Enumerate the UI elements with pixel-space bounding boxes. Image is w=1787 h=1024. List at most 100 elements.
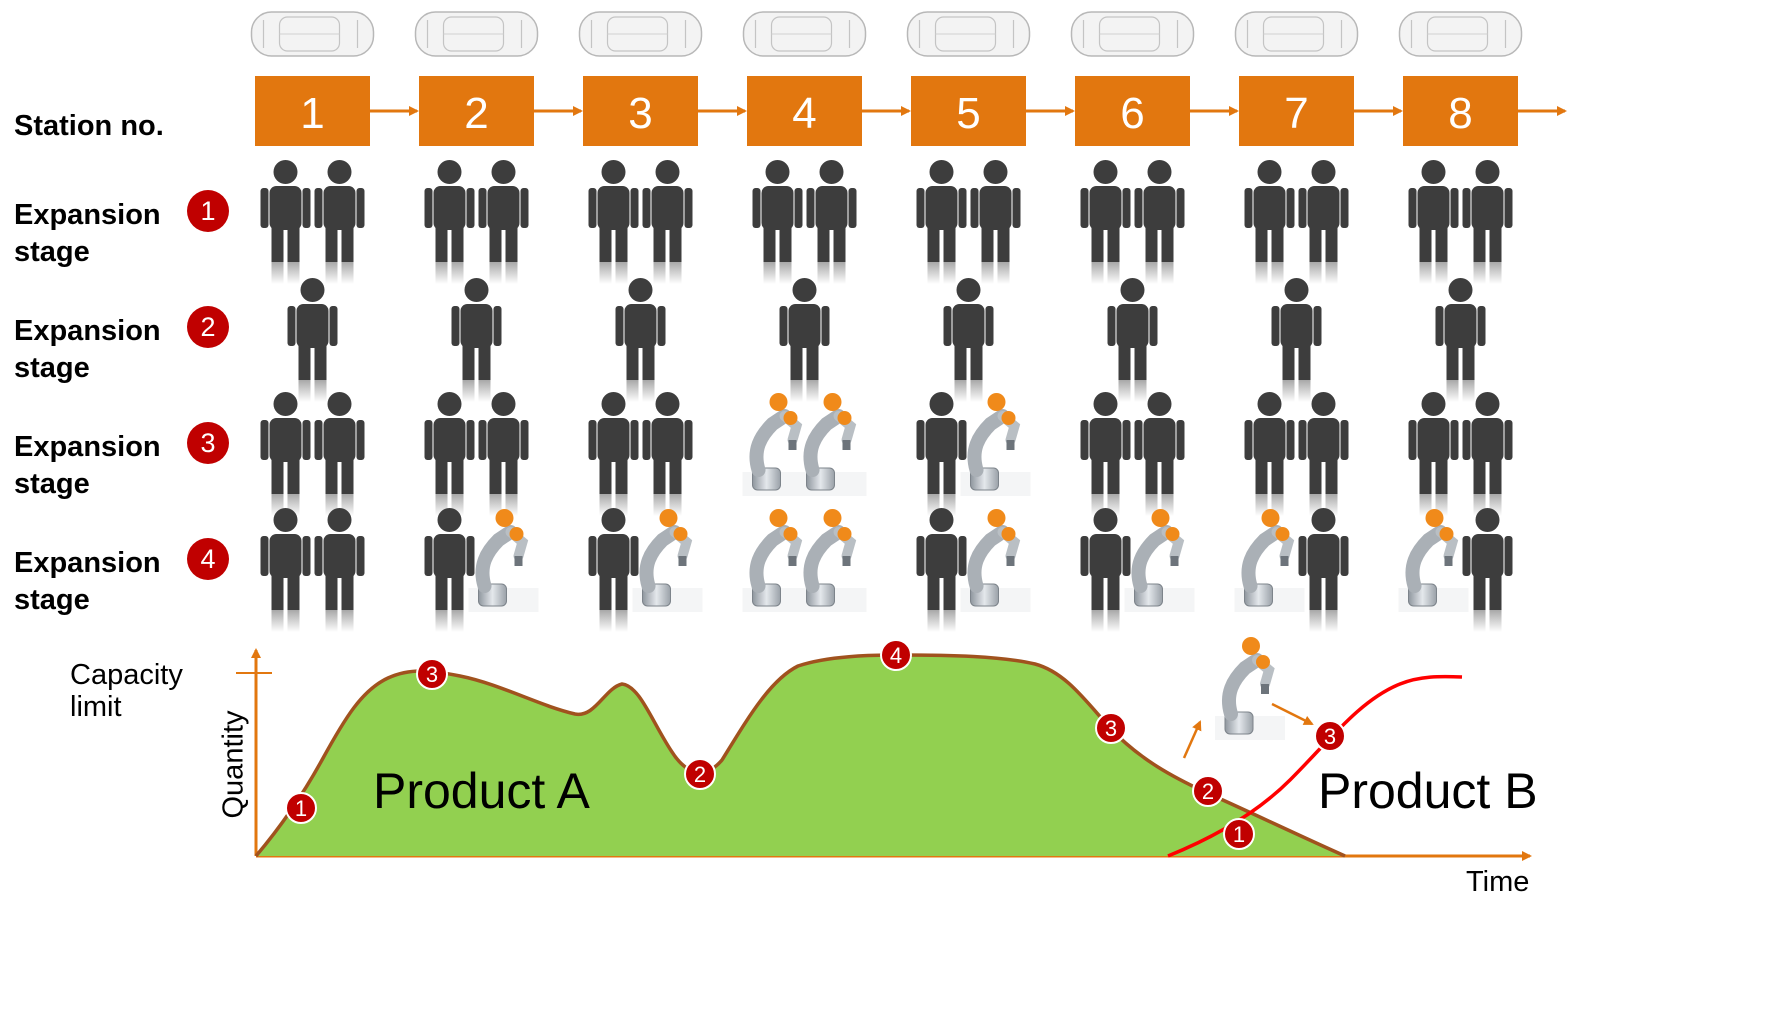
svg-text:2: 2 xyxy=(694,762,706,787)
worker-icon xyxy=(916,392,967,516)
time-axis-label: Time xyxy=(1466,866,1530,898)
robot-icon xyxy=(1215,637,1285,740)
stage-cell xyxy=(588,508,703,632)
robot-icon xyxy=(1124,509,1195,612)
quantity-axis-label: Quantity xyxy=(217,710,250,819)
worker-icon xyxy=(1080,508,1131,632)
stage-marker-badge: 4 xyxy=(880,639,912,671)
stage-marker-badge: 2 xyxy=(684,758,716,790)
station-8: 8 xyxy=(1403,76,1567,146)
stage-cell xyxy=(916,392,1031,516)
robot-icon xyxy=(1398,509,1469,612)
stage-badge-4: 4 xyxy=(187,538,229,580)
stage-cell xyxy=(916,508,1031,632)
svg-text:2: 2 xyxy=(1202,779,1214,804)
car-icon xyxy=(1070,11,1195,57)
station-7: 7 xyxy=(1239,76,1403,146)
robot-icon xyxy=(742,393,813,496)
station-box xyxy=(1239,76,1354,146)
worker-icon xyxy=(314,392,365,516)
worker-icon xyxy=(260,160,311,284)
stage-cell xyxy=(1435,278,1486,402)
worker-icon xyxy=(970,160,1021,284)
car-icon xyxy=(414,11,539,57)
stage-label-3: Expansion stage xyxy=(14,431,161,500)
robot-icon xyxy=(960,509,1031,612)
robot-icon xyxy=(468,509,539,612)
worker-icon xyxy=(478,160,529,284)
stage-badge-3: 3 xyxy=(187,422,229,464)
expansion-stages xyxy=(260,160,1513,632)
worker-icon xyxy=(752,160,803,284)
worker-icon xyxy=(916,160,967,284)
stage-marker-badge: 1 xyxy=(1223,818,1255,850)
worker-icon xyxy=(1435,278,1486,402)
stage-row-2 xyxy=(287,278,1486,402)
stage-marker-badge: 1 xyxy=(285,792,317,824)
stage-badge-1: 1 xyxy=(187,190,229,232)
stage-label-1: Expansion stage xyxy=(14,199,161,268)
station-number: 1 xyxy=(300,89,324,138)
stage-cell xyxy=(1271,278,1322,402)
car-icon xyxy=(578,11,703,57)
worker-icon xyxy=(260,508,311,632)
worker-icon xyxy=(1298,160,1349,284)
station-box xyxy=(911,76,1026,146)
transition-arrow xyxy=(1271,702,1314,726)
station-number: 6 xyxy=(1120,89,1144,138)
stage-marker-badge: 3 xyxy=(1314,720,1346,752)
svg-text:3: 3 xyxy=(426,662,438,687)
station-1: 1 xyxy=(255,76,419,146)
product-a-area xyxy=(256,655,1345,856)
product-a-label: Product A xyxy=(373,763,590,819)
station-number: 7 xyxy=(1284,89,1308,138)
stage-cell xyxy=(260,392,365,516)
station-box xyxy=(1075,76,1190,146)
stage-cell xyxy=(615,278,666,402)
station-box xyxy=(1403,76,1518,146)
stage-cell xyxy=(1408,392,1513,516)
stage-cell xyxy=(260,160,365,284)
worker-icon xyxy=(1134,392,1185,516)
worker-icon xyxy=(779,278,830,402)
stage-cell xyxy=(943,278,994,402)
worker-icon xyxy=(642,160,693,284)
stage-cell xyxy=(742,509,867,612)
worker-icon xyxy=(1271,278,1322,402)
worker-icon xyxy=(588,392,639,516)
stage-label-2: Expansion stage xyxy=(14,315,161,384)
stage-cell xyxy=(424,160,529,284)
worker-icon xyxy=(424,160,475,284)
worker-icon xyxy=(1080,392,1131,516)
stage-cell xyxy=(588,160,693,284)
stage-marker-badge: 3 xyxy=(1095,712,1127,744)
worker-icon xyxy=(1107,278,1158,402)
stage-marker-badge: 2 xyxy=(1192,775,1224,807)
worker-icon xyxy=(314,160,365,284)
station-3: 3 xyxy=(583,76,747,146)
robot-icon xyxy=(796,509,867,612)
stage-cell xyxy=(742,393,867,496)
station-4: 4 xyxy=(747,76,911,146)
stage-cell xyxy=(1107,278,1158,402)
stage-cell xyxy=(1080,392,1185,516)
worker-icon xyxy=(943,278,994,402)
robot-icon xyxy=(796,393,867,496)
worker-icon xyxy=(314,508,365,632)
station-box xyxy=(583,76,698,146)
svg-text:4: 4 xyxy=(890,643,902,668)
worker-icon xyxy=(806,160,857,284)
worker-icon xyxy=(424,508,475,632)
robot-icon xyxy=(960,393,1031,496)
stage-row-3 xyxy=(260,392,1513,516)
stage-cell xyxy=(916,160,1021,284)
station-number: 8 xyxy=(1448,89,1472,138)
stage-row-4 xyxy=(260,508,1513,632)
robot-icon xyxy=(632,509,703,612)
stage-cell xyxy=(451,278,502,402)
svg-text:1: 1 xyxy=(1233,822,1245,847)
stage-cell xyxy=(1244,160,1349,284)
worker-icon xyxy=(1298,392,1349,516)
